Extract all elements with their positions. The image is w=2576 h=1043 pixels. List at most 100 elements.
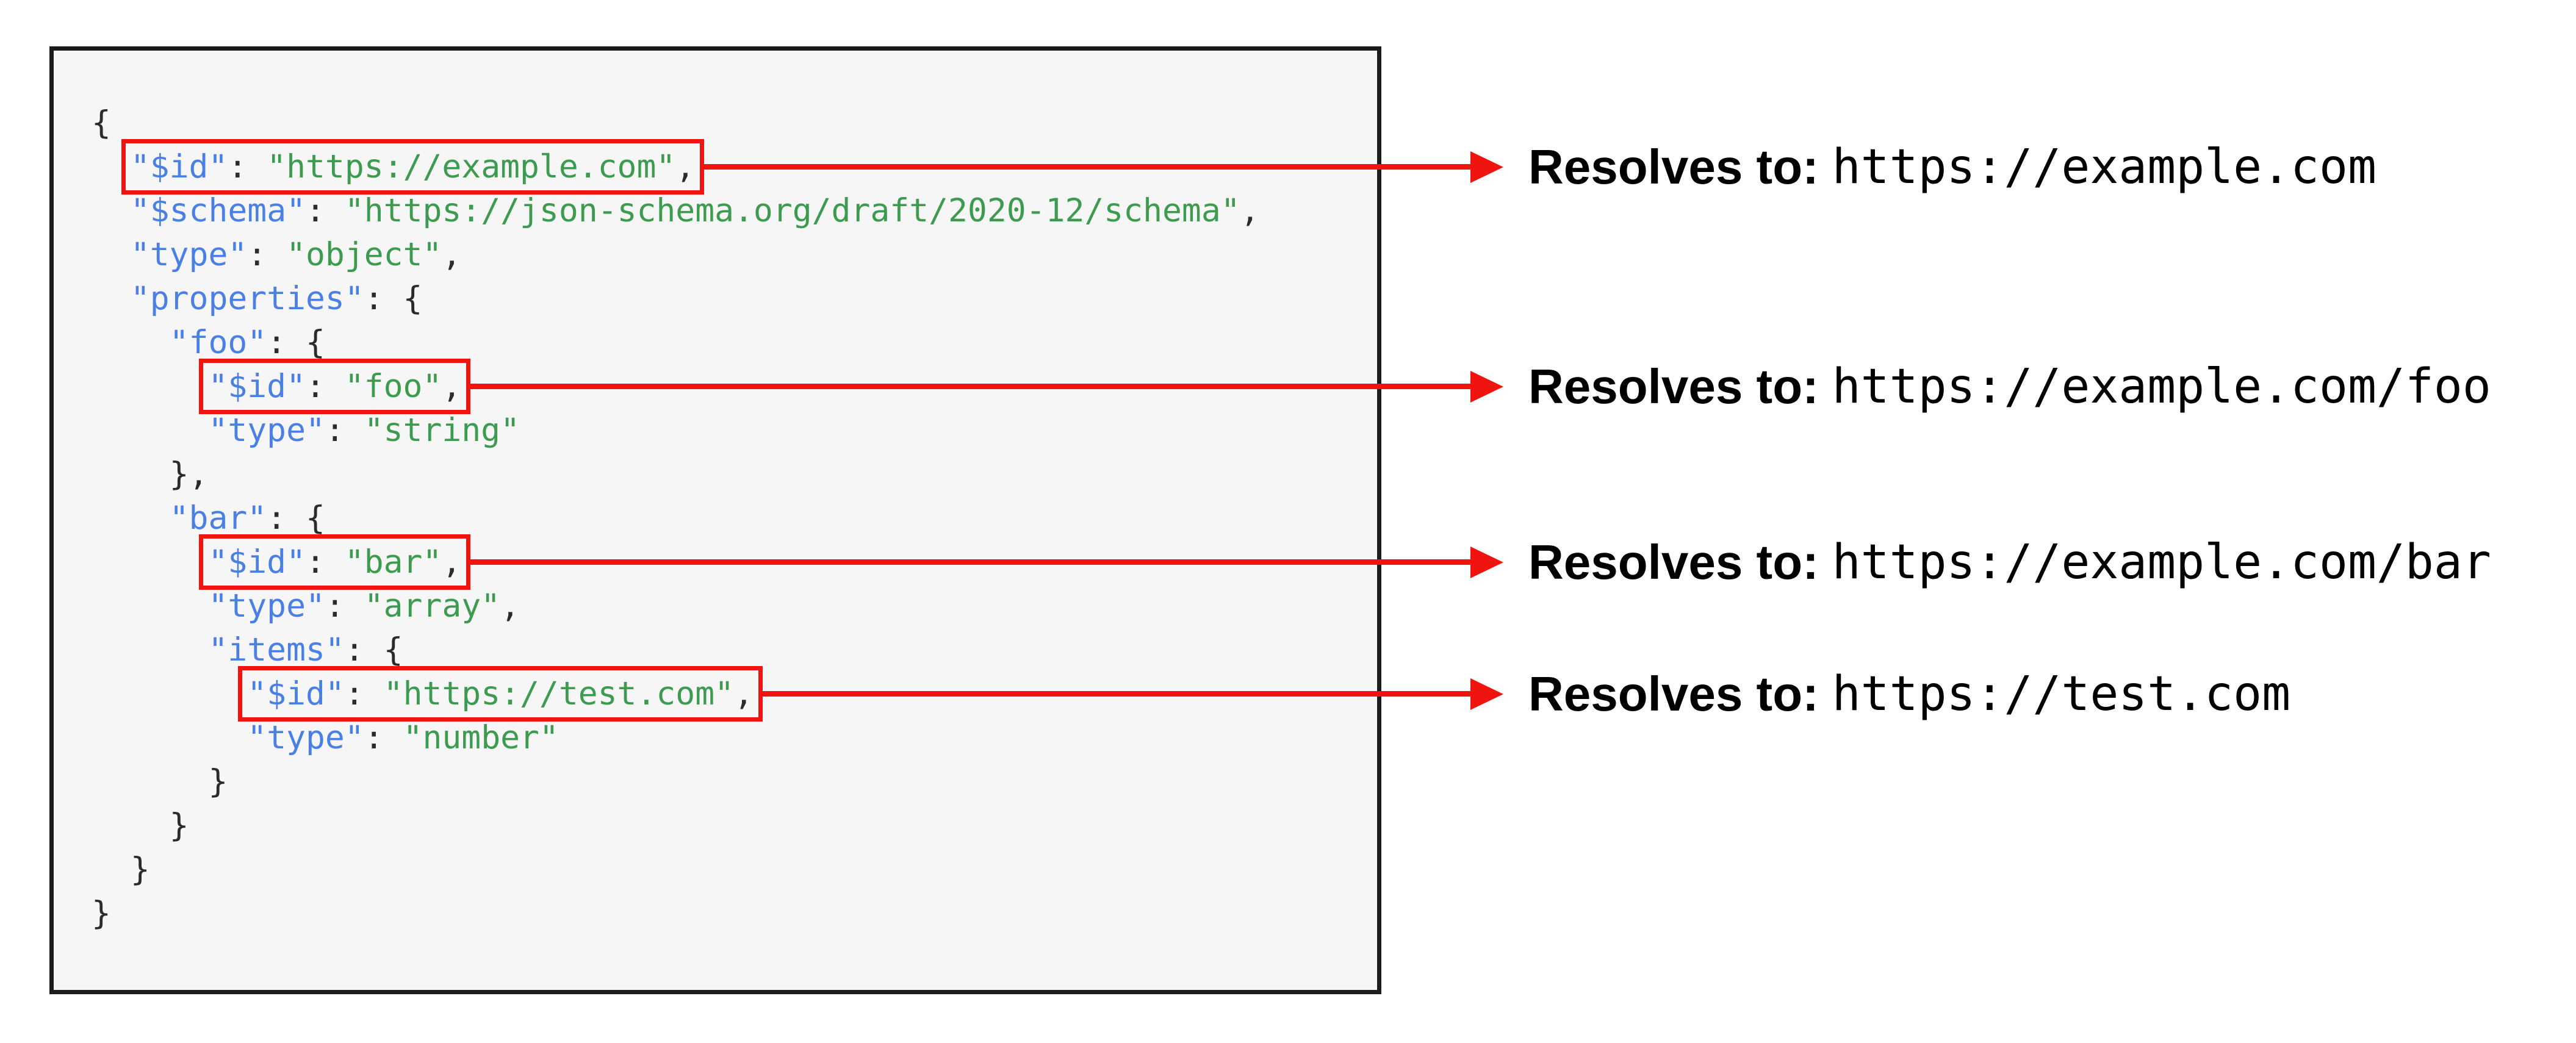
code-token-p bbox=[92, 719, 247, 756]
code-token-p: : bbox=[325, 587, 364, 625]
code-token-p: : bbox=[325, 412, 364, 449]
code-token-p: , bbox=[442, 236, 462, 273]
code-token-p bbox=[92, 543, 208, 581]
code-line: "type": "string" bbox=[92, 409, 1377, 453]
code-token-p: , bbox=[675, 148, 696, 185]
code-token-p: : bbox=[228, 148, 267, 185]
code-line: "type": "number" bbox=[92, 716, 1377, 760]
code-token-p: } bbox=[92, 763, 228, 800]
id-highlight-box: "$id": "bar", bbox=[199, 534, 471, 590]
code-token-key: "$id" bbox=[247, 675, 345, 712]
code-token-p: : bbox=[364, 719, 403, 756]
code-token-key: "$id" bbox=[208, 543, 306, 581]
code-line: } bbox=[92, 892, 1377, 936]
code-token-key: "$id" bbox=[130, 148, 228, 185]
json-schema-code-panel: { "$id": "https://example.com", "$schema… bbox=[49, 46, 1381, 994]
code-token-str: "string" bbox=[364, 412, 520, 449]
code-token-key: "type" bbox=[208, 412, 325, 449]
code-token-key: "$schema" bbox=[130, 192, 306, 229]
code-token-p: , bbox=[734, 675, 754, 712]
code-token-p bbox=[92, 368, 208, 405]
code-token-p: , bbox=[500, 587, 520, 625]
code-line: "$schema": "https://json-schema.org/draf… bbox=[92, 189, 1377, 233]
code-token-str: "https://example.com" bbox=[267, 148, 676, 185]
code-token-key: "bar" bbox=[169, 500, 267, 537]
arrow-line-3 bbox=[762, 691, 1470, 697]
arrow-line-0 bbox=[704, 164, 1470, 170]
code-token-str: "https://json-schema.org/draft/2020-12/s… bbox=[344, 192, 1240, 229]
code-token-key: "type" bbox=[130, 236, 248, 273]
code-token-p: : { bbox=[267, 324, 325, 361]
annotation-value: https://example.com/foo bbox=[1832, 359, 2491, 414]
code-token-str: "object" bbox=[286, 236, 442, 273]
annotation-value: https://example.com bbox=[1832, 139, 2376, 195]
code-line: "foo": { bbox=[92, 321, 1377, 365]
annotation-value: https://example.com/bar bbox=[1832, 534, 2491, 590]
code-token-p bbox=[92, 500, 170, 537]
code-token-p bbox=[92, 587, 208, 625]
code-token-p: : bbox=[306, 368, 345, 405]
annotation-label: Resolves to: bbox=[1528, 359, 1819, 414]
code-token-p bbox=[92, 236, 131, 273]
arrow-head-0 bbox=[1470, 151, 1503, 183]
arrow-head-2 bbox=[1470, 546, 1503, 578]
code-line: "$id": "foo", bbox=[92, 359, 1377, 414]
code-token-key: "foo" bbox=[169, 324, 267, 361]
code-token-p: : bbox=[344, 675, 384, 712]
arrow-line-2 bbox=[470, 559, 1470, 565]
code-line: "$id": "https://test.com", bbox=[92, 666, 1377, 722]
code-token-p: : { bbox=[344, 631, 403, 668]
code-line: } bbox=[92, 848, 1377, 892]
annotation-row-2: Resolves to: https://example.com/bar bbox=[1528, 529, 2491, 596]
code-token-p: : { bbox=[267, 500, 325, 537]
code-token-str: "number" bbox=[403, 719, 559, 756]
code-token-p: } bbox=[92, 807, 189, 844]
annotation-row-1: Resolves to: https://example.com/foo bbox=[1528, 353, 2491, 420]
code-token-p: : bbox=[247, 236, 287, 273]
code-line: "type": "array", bbox=[92, 584, 1377, 628]
code-token-key: "type" bbox=[208, 587, 325, 625]
annotation-value: https://test.com bbox=[1832, 666, 2291, 722]
code-token-p: } bbox=[92, 851, 150, 888]
code-token-p: , bbox=[442, 368, 462, 405]
code-token-key: "properties" bbox=[130, 280, 364, 317]
code-line: "$id": "bar", bbox=[92, 534, 1377, 590]
code-token-p: { bbox=[92, 104, 111, 142]
code-token-p: } bbox=[92, 895, 111, 932]
code-line: } bbox=[92, 804, 1377, 848]
arrow-head-1 bbox=[1470, 370, 1503, 403]
code-token-str: "bar" bbox=[344, 543, 442, 581]
id-highlight-box: "$id": "https://example.com", bbox=[121, 139, 705, 195]
id-highlight-box: "$id": "foo", bbox=[199, 359, 471, 414]
id-highlight-box: "$id": "https://test.com", bbox=[238, 666, 763, 722]
code-line: "$id": "https://example.com", bbox=[92, 139, 1377, 195]
code-line: "properties": { bbox=[92, 277, 1377, 321]
code-line: "type": "object", bbox=[92, 233, 1377, 277]
code-token-p bbox=[92, 324, 170, 361]
code-token-p bbox=[92, 280, 131, 317]
code-line: "items": { bbox=[92, 628, 1377, 672]
annotation-row-0: Resolves to: https://example.com bbox=[1528, 134, 2376, 201]
annotation-label: Resolves to: bbox=[1528, 534, 1819, 589]
code-line: "bar": { bbox=[92, 496, 1377, 540]
code-line: { bbox=[92, 101, 1377, 145]
code-token-str: "foo" bbox=[344, 368, 442, 405]
code-token-str: "array" bbox=[364, 587, 501, 625]
code-token-p: }, bbox=[92, 456, 209, 493]
annotation-label: Resolves to: bbox=[1528, 666, 1819, 721]
arrow-head-3 bbox=[1470, 678, 1503, 710]
annotation-row-3: Resolves to: https://test.com bbox=[1528, 661, 2290, 728]
code-token-key: "type" bbox=[247, 719, 364, 756]
code-token-p bbox=[92, 631, 208, 668]
code-token-key: "$id" bbox=[208, 368, 306, 405]
code-token-p: : bbox=[306, 543, 345, 581]
code-token-p: : bbox=[306, 192, 345, 229]
code-block: { "$id": "https://example.com", "$schema… bbox=[54, 51, 1377, 936]
code-token-str: "https://test.com" bbox=[383, 675, 735, 712]
code-token-p bbox=[92, 192, 131, 229]
code-token-p bbox=[92, 412, 208, 449]
code-token-p: , bbox=[1240, 192, 1260, 229]
code-token-p bbox=[92, 675, 247, 712]
annotation-label: Resolves to: bbox=[1528, 139, 1819, 194]
